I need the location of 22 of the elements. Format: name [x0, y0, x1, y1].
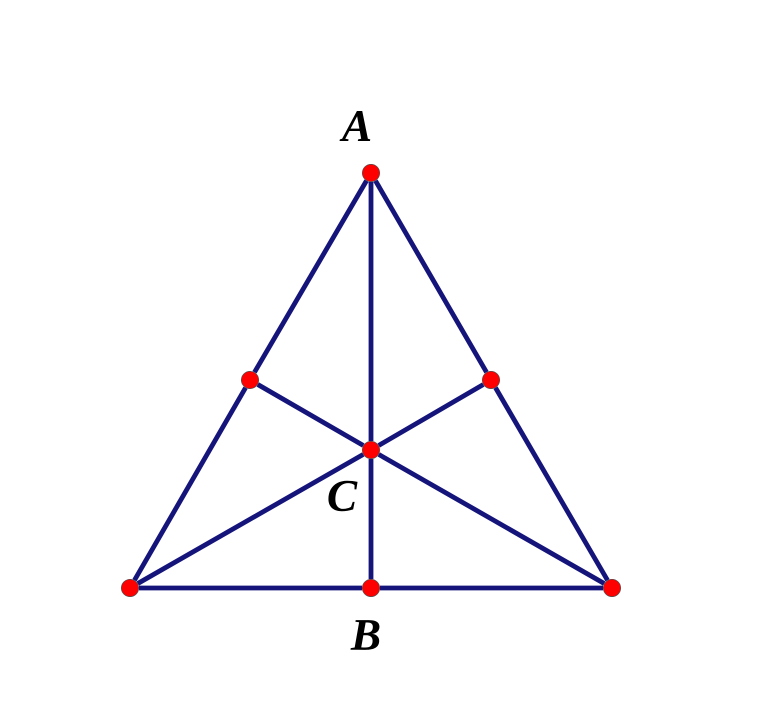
point-dot [362, 164, 380, 182]
line-segment [368, 458, 374, 579]
point-label: C [328, 480, 358, 512]
line-segment [368, 182, 374, 441]
line-segment [493, 386, 610, 582]
point-dot [362, 440, 380, 459]
line-segment [378, 452, 606, 586]
line-segment [378, 382, 484, 448]
line-segment [373, 180, 489, 374]
line-segment [139, 586, 362, 590]
point-dot [362, 578, 380, 597]
line-segment [252, 180, 369, 374]
point-dot [482, 370, 500, 389]
point-dot [241, 370, 259, 389]
line-segment [380, 586, 603, 590]
line-segment [132, 386, 248, 582]
point-label: A [340, 111, 370, 141]
line-segment [256, 382, 364, 448]
point-label: B [350, 620, 380, 650]
point-dot [121, 578, 139, 597]
point-dot [603, 578, 621, 597]
line-segment [136, 452, 364, 586]
